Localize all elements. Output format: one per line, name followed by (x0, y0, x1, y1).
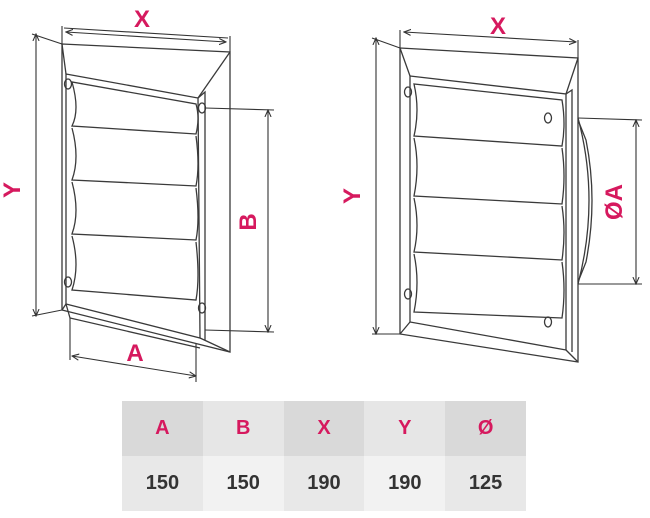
table-value-diameter: 125 (445, 456, 526, 511)
right-oa-label: ØA (601, 184, 628, 220)
grille-dimension-drawing: X Y B A (0, 6, 643, 382)
table-value-y: 190 (364, 456, 446, 511)
table-header-a: A (122, 401, 203, 456)
left-y-label: Y (0, 182, 26, 198)
right-grille (399, 47, 593, 363)
table-value-a: 150 (122, 456, 203, 511)
right-x-label: X (490, 13, 506, 40)
table-header-diameter: Ø (445, 401, 526, 456)
right-y-label: Y (339, 188, 366, 204)
table-header-y: Y (364, 401, 446, 456)
left-dimension-lines (31, 26, 275, 382)
table-header-b: B (202, 401, 284, 456)
table-value-b: 150 (202, 456, 284, 511)
right-dimension-lines (371, 30, 643, 334)
left-b-label: B (235, 213, 262, 230)
table-header-row: A B X Y Ø (122, 401, 526, 456)
table-row: 150 150 190 190 125 (122, 456, 526, 511)
left-grille (61, 43, 231, 353)
dimensions-table: A B X Y Ø 150 150 190 190 125 (122, 401, 526, 511)
left-x-label: X (134, 6, 150, 33)
table-header-x: X (283, 401, 365, 456)
table-value-x: 190 (283, 456, 365, 511)
left-a-label: A (126, 340, 143, 367)
